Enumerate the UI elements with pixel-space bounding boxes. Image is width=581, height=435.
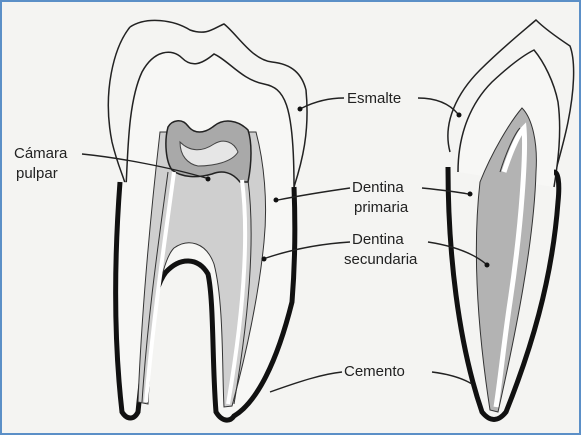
leader-cemento-left — [270, 372, 342, 392]
dot-dentina-primaria-incisor — [468, 192, 473, 197]
dot-esmalte-incisor — [457, 113, 462, 118]
label-cemento: Cemento — [344, 363, 405, 380]
incisor-tooth — [448, 20, 574, 420]
dot-camara — [206, 177, 211, 182]
label-esmalte: Esmalte — [347, 90, 401, 107]
label-dentina-primaria-line2: primaria — [354, 199, 409, 216]
dot-dentina-primaria-molar — [274, 198, 279, 203]
leader-esmalte-left — [302, 98, 344, 108]
label-dentina-primaria-line1: Dentina — [352, 179, 404, 196]
leader-cemento-right — [432, 372, 472, 384]
dot-dentina-secundaria-incisor — [485, 263, 490, 268]
label-camara-line2: pulpar — [16, 165, 58, 182]
dot-esmalte-molar — [298, 107, 303, 112]
dot-dentina-secundaria-molar — [262, 257, 267, 262]
label-dentina-secundaria-line1: Dentina — [352, 231, 404, 248]
label-dentina-secundaria-line2: secundaria — [344, 251, 418, 268]
leader-dentina-primaria-right — [422, 188, 468, 194]
molar-tooth — [108, 20, 307, 420]
label-camara-line1: Cámara — [14, 145, 68, 162]
